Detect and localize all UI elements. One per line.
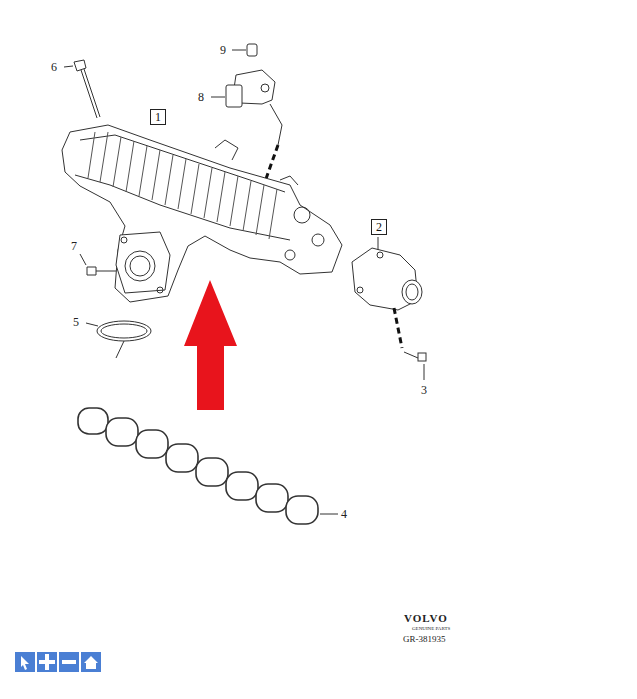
callout-number: 8 <box>198 90 204 104</box>
callout-number: 6 <box>51 60 57 74</box>
callout-box: 1 <box>150 109 166 125</box>
callout-number: 4 <box>341 507 347 521</box>
callout-number: 5 <box>73 315 79 329</box>
callout-number: 9 <box>220 43 226 57</box>
brand-text: GENUINE PARTS <box>412 625 450 632</box>
callout-box: 2 <box>371 219 387 235</box>
callout-number: 7 <box>71 239 77 253</box>
callout-number: 2 <box>376 220 382 234</box>
brand-text: GR-381935 <box>403 634 446 645</box>
callout-number: 3 <box>421 383 427 397</box>
callout-number: 1 <box>155 110 161 124</box>
brand-text: VOLVO <box>404 612 448 625</box>
